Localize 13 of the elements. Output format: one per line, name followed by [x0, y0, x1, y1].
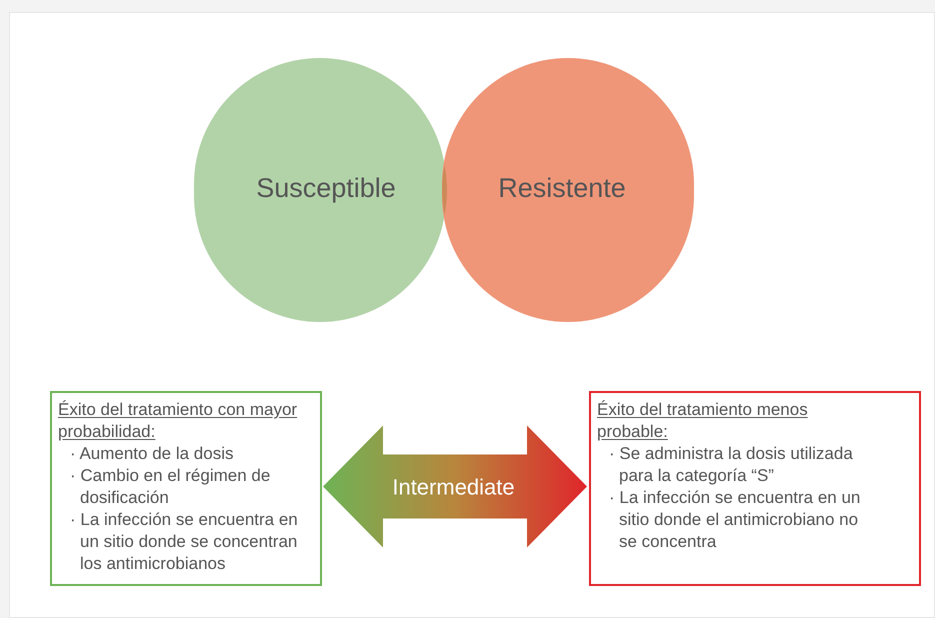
bullet-item: · La infección se encuentra en un sitio donde se concentran los antimicrobianos	[69, 509, 299, 575]
text-box	[589, 391, 921, 586]
bullet-item: · Cambio en el régimen de dosificación	[69, 465, 272, 509]
text-box	[50, 391, 322, 586]
circle-label: Resistente	[498, 172, 626, 205]
circle-label: Susceptible	[256, 172, 396, 205]
bullet-item: · Se administra la dosis utilizada para la categoría “S”	[608, 443, 854, 487]
edge-label: Intermediate	[392, 473, 515, 501]
bullet-item: · Aumento de la dosis	[69, 443, 234, 465]
bullet-item: · La infección se encuentra en un sitio donde el antimicrobiano no se concentra	[608, 487, 862, 553]
box-heading: Éxito del tratamiento con mayor probabilidad:	[58, 399, 298, 443]
double-arrow	[323, 426, 587, 548]
box-heading: Éxito del tratamiento menos probable:	[597, 399, 809, 443]
